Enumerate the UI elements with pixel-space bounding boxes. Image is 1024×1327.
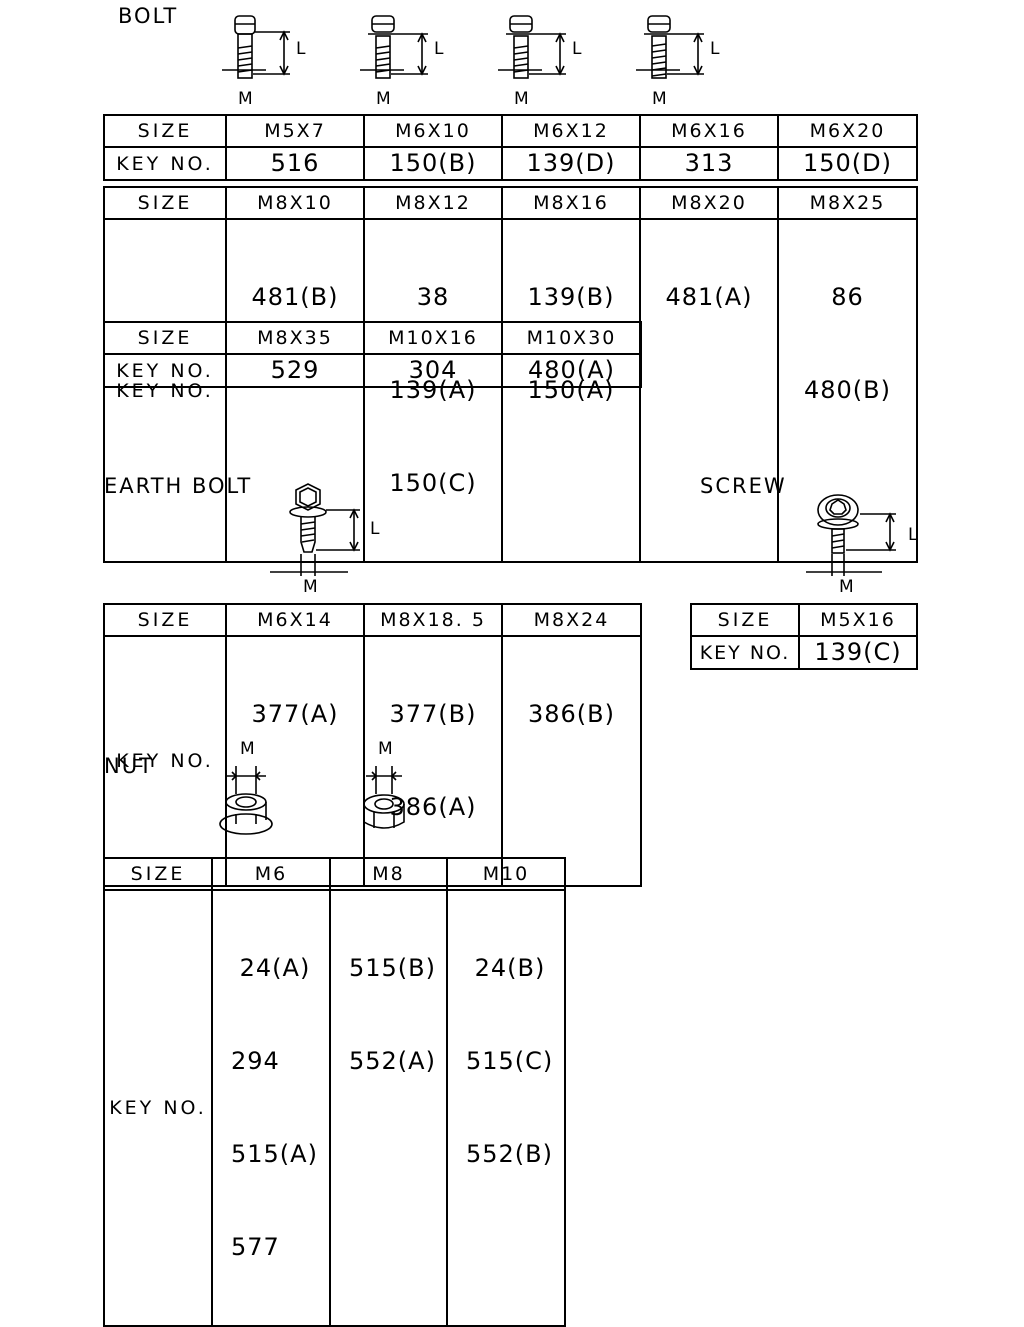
key-no-cell: 86 480(B) [777, 218, 918, 563]
table-row: SIZE M5X16 [690, 603, 918, 637]
size-header: SIZE [103, 857, 213, 891]
size-cell: M8X25 [777, 186, 918, 220]
svg-text:M: M [652, 89, 667, 109]
table-row: KEY NO. 481(B) 38 139(A) 150(C) 139(B) 1… [103, 218, 918, 563]
bolt-section-title: BOLT [118, 4, 179, 28]
key-no-header: KEY NO. [103, 146, 227, 181]
size-cell: M6 [211, 857, 331, 891]
table-row: KEY NO. 516 150(B) 139(D) 313 150(D) [103, 146, 918, 181]
table-row: SIZE M8X35 M10X16 M10X30 [103, 321, 642, 355]
size-header: SIZE [103, 186, 227, 220]
size-cell: M8X12 [363, 186, 503, 220]
diameter-label: M [238, 89, 253, 109]
key-no-cell: 515(B) 552(A) [329, 889, 448, 1327]
key-no-cell: 516 [225, 146, 365, 181]
table-row: KEY NO. 139(C) [690, 635, 918, 670]
size-cell: M8X10 [225, 186, 365, 220]
key-no-header: KEY NO. [103, 635, 227, 887]
size-cell: M10 [446, 857, 566, 891]
size-header: SIZE [103, 603, 227, 637]
size-cell: M6X10 [363, 114, 503, 148]
table-row: SIZE M8X10 M8X12 M8X16 M8X20 M8X25 [103, 186, 918, 220]
table-row: KEY NO. 24(A) 294 515(A) 577 515(B) 552(… [103, 889, 566, 1327]
bolt-icon-3: L M [498, 15, 582, 109]
size-cell: M8 [329, 857, 448, 891]
svg-text:L: L [710, 39, 720, 59]
size-cell: M8X18. 5 [363, 603, 503, 637]
key-no-cell: 150(D) [777, 146, 918, 181]
svg-text:L: L [434, 39, 444, 59]
size-cell: M6X16 [639, 114, 779, 148]
earth-bolt-size-table: SIZE M6X14 M8X18. 5 M8X24 KEY NO. 377(A)… [103, 603, 642, 887]
key-no-cell: 529 [225, 353, 365, 388]
svg-text:M: M [376, 89, 391, 109]
key-no-cell: 313 [639, 146, 779, 181]
key-no-cell: 24(B) 515(C) 552(B) [446, 889, 566, 1327]
size-cell: M8X24 [501, 603, 642, 637]
key-no-cell: 480(A) [501, 353, 642, 388]
key-no-cell: 377(A) [225, 635, 365, 887]
screw-icon: L M [806, 494, 918, 597]
table-row: SIZE M5X7 M6X10 M6X12 M6X16 M6X20 [103, 114, 918, 148]
earth-bolt-icon: L M [270, 483, 380, 597]
key-no-cell: 481(B) [225, 218, 365, 563]
screw-size-table: SIZE M5X16 KEY NO. 139(C) [690, 603, 918, 670]
key-no-cell: 24(A) 294 515(A) 577 [211, 889, 331, 1327]
key-no-header: KEY NO. [103, 218, 227, 563]
key-no-cell: 139(D) [501, 146, 641, 181]
size-cell: M6X14 [225, 603, 365, 637]
key-no-cell: 38 139(A) 150(C) [363, 218, 503, 563]
table-row: KEY NO. 377(A) 377(B) 386(A) 386(B) [103, 635, 642, 887]
svg-text:M: M [303, 577, 318, 597]
svg-text:L: L [370, 519, 380, 539]
key-no-cell: 150(B) [363, 146, 503, 181]
svg-text:L: L [908, 525, 918, 545]
size-cell: M10X16 [363, 321, 503, 355]
size-cell: M8X16 [501, 186, 641, 220]
bolt-size-table-3: SIZE M8X35 M10X16 M10X30 KEY NO. 529 304… [103, 321, 642, 388]
key-no-cell: 304 [363, 353, 503, 388]
size-header: SIZE [103, 321, 227, 355]
size-cell: M5X16 [798, 603, 918, 637]
size-cell: M8X35 [225, 321, 365, 355]
size-cell: M5X7 [225, 114, 365, 148]
bolt-icon-1: L M [222, 15, 306, 109]
svg-text:M: M [240, 739, 255, 759]
svg-text:M: M [839, 577, 854, 597]
key-no-cell: 386(B) [501, 635, 642, 887]
table-row: SIZE M6X14 M8X18. 5 M8X24 [103, 603, 642, 637]
svg-text:M: M [378, 739, 393, 759]
hex-nut-icon: M [363, 739, 405, 829]
bolt-size-table-1: SIZE M5X7 M6X10 M6X12 M6X16 M6X20 KEY NO… [103, 114, 918, 181]
size-header: SIZE [690, 603, 800, 637]
bolt-icon-4: L M [636, 15, 720, 109]
key-no-header: KEY NO. [103, 353, 227, 388]
key-no-cell: 481(A) [639, 218, 779, 563]
key-no-cell: 139(C) [798, 635, 918, 670]
size-cell: M8X20 [639, 186, 779, 220]
nut-size-table: SIZE M6 M8 M10 KEY NO. 24(A) 294 515(A) … [103, 857, 566, 1327]
length-label: L [296, 39, 306, 59]
svg-text:L: L [572, 39, 582, 59]
table-row: KEY NO. 529 304 480(A) [103, 353, 642, 388]
flange-nut-icon: M [219, 739, 273, 835]
key-no-header: KEY NO. [690, 635, 800, 670]
size-cell: M6X20 [777, 114, 918, 148]
svg-text:M: M [514, 89, 529, 109]
bolt-icon-2: L M [360, 15, 444, 109]
table-row: SIZE M6 M8 M10 [103, 857, 566, 891]
size-header: SIZE [103, 114, 227, 148]
size-cell: M6X12 [501, 114, 641, 148]
key-no-cell: 139(B) 150(A) [501, 218, 641, 563]
size-cell: M10X30 [501, 321, 642, 355]
bolt-size-table-2: SIZE M8X10 M8X12 M8X16 M8X20 M8X25 KEY N… [103, 186, 918, 563]
key-no-header: KEY NO. [103, 889, 213, 1327]
